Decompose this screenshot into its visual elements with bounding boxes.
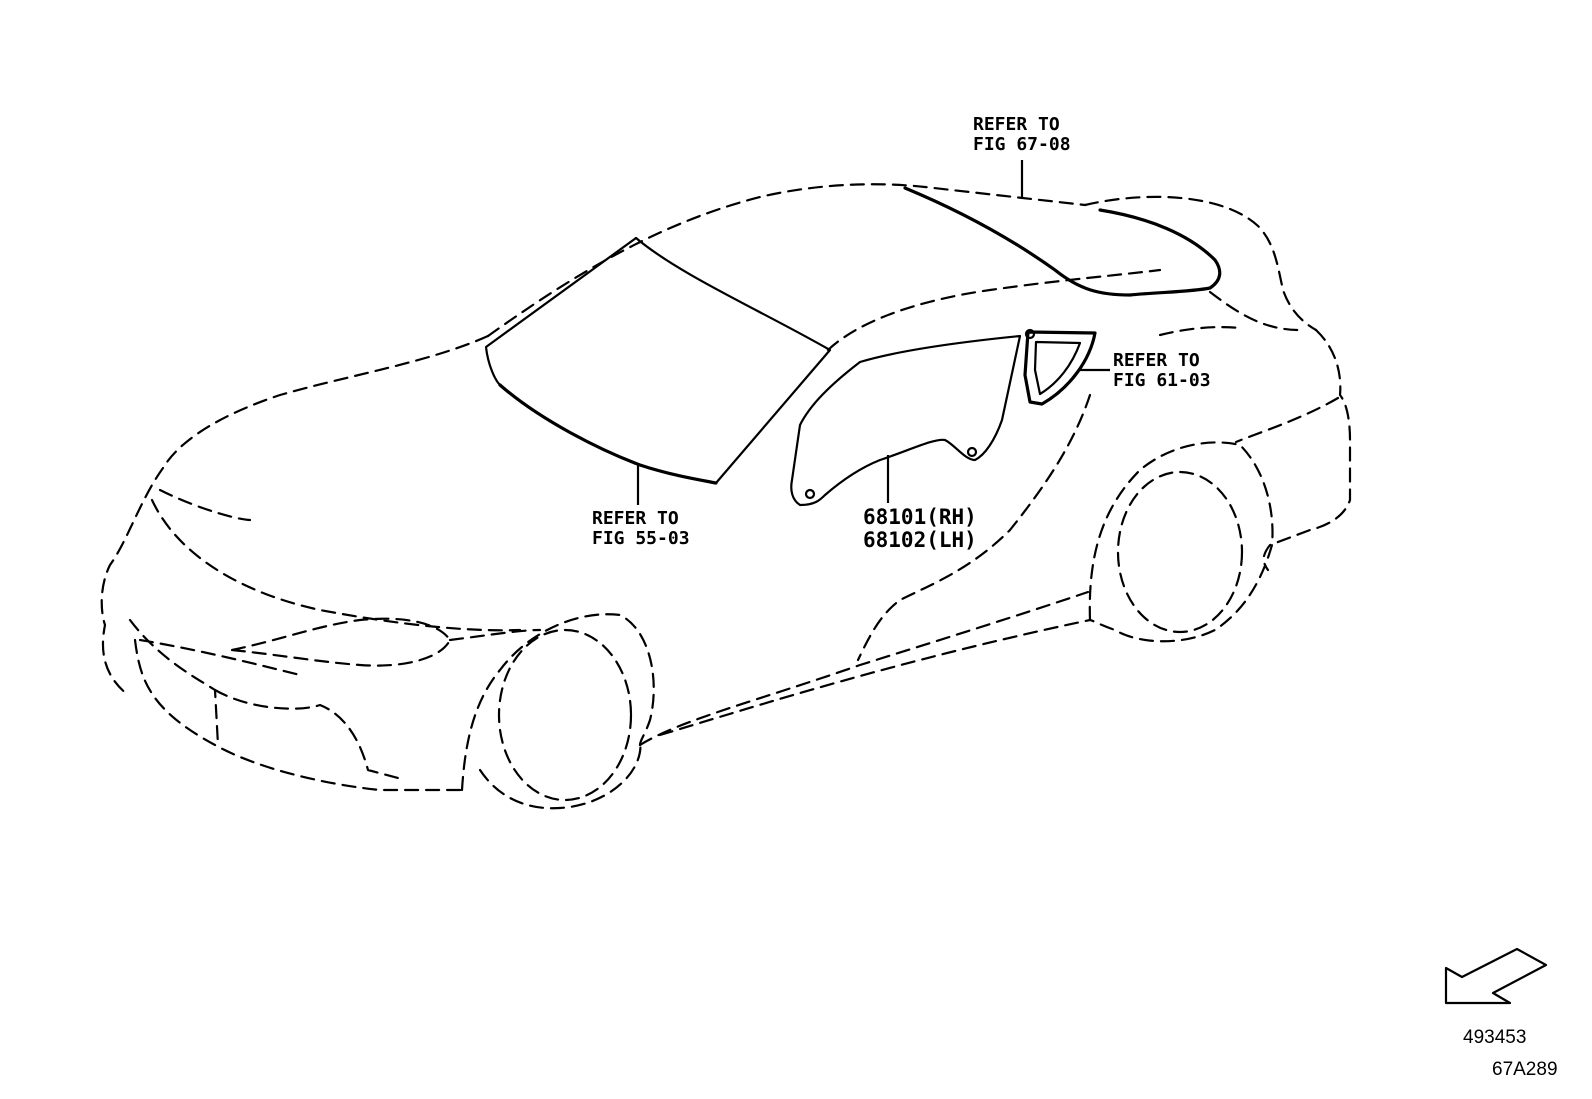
leader-lines	[636, 160, 1110, 505]
part-number-rh: 68101(RH)	[863, 505, 977, 529]
callout-roof: REFER TO FIG 67-08	[973, 114, 1071, 155]
callout-roof-line1: REFER TO	[973, 114, 1060, 135]
part-number-lh: 68102(LH)	[863, 528, 977, 552]
rear-window-glass	[903, 186, 1222, 297]
figure-code: 67A289	[1492, 1059, 1558, 1080]
illustration-number: 493453	[1463, 1027, 1526, 1048]
callout-windshield-line2: FIG 55-03	[592, 528, 690, 549]
door-glass	[790, 334, 1022, 507]
callout-windshield-line1: REFER TO	[592, 508, 679, 529]
callout-windshield: REFER TO FIG 55-03	[592, 508, 690, 549]
quarter-glass	[1023, 328, 1097, 406]
windshield-glass	[484, 236, 832, 485]
front-direction-arrow-icon	[1444, 947, 1548, 1005]
part-number-callout: 68101(RH) 68102(LH)	[863, 505, 977, 552]
callout-quarter-line1: REFER TO	[1113, 350, 1200, 371]
callout-quarter-line2: FIG 61-03	[1113, 370, 1211, 391]
callout-roof-line2: FIG 67-08	[973, 134, 1071, 155]
callout-quarter: REFER TO FIG 61-03	[1113, 350, 1211, 391]
car-body-outline	[100, 183, 1352, 810]
